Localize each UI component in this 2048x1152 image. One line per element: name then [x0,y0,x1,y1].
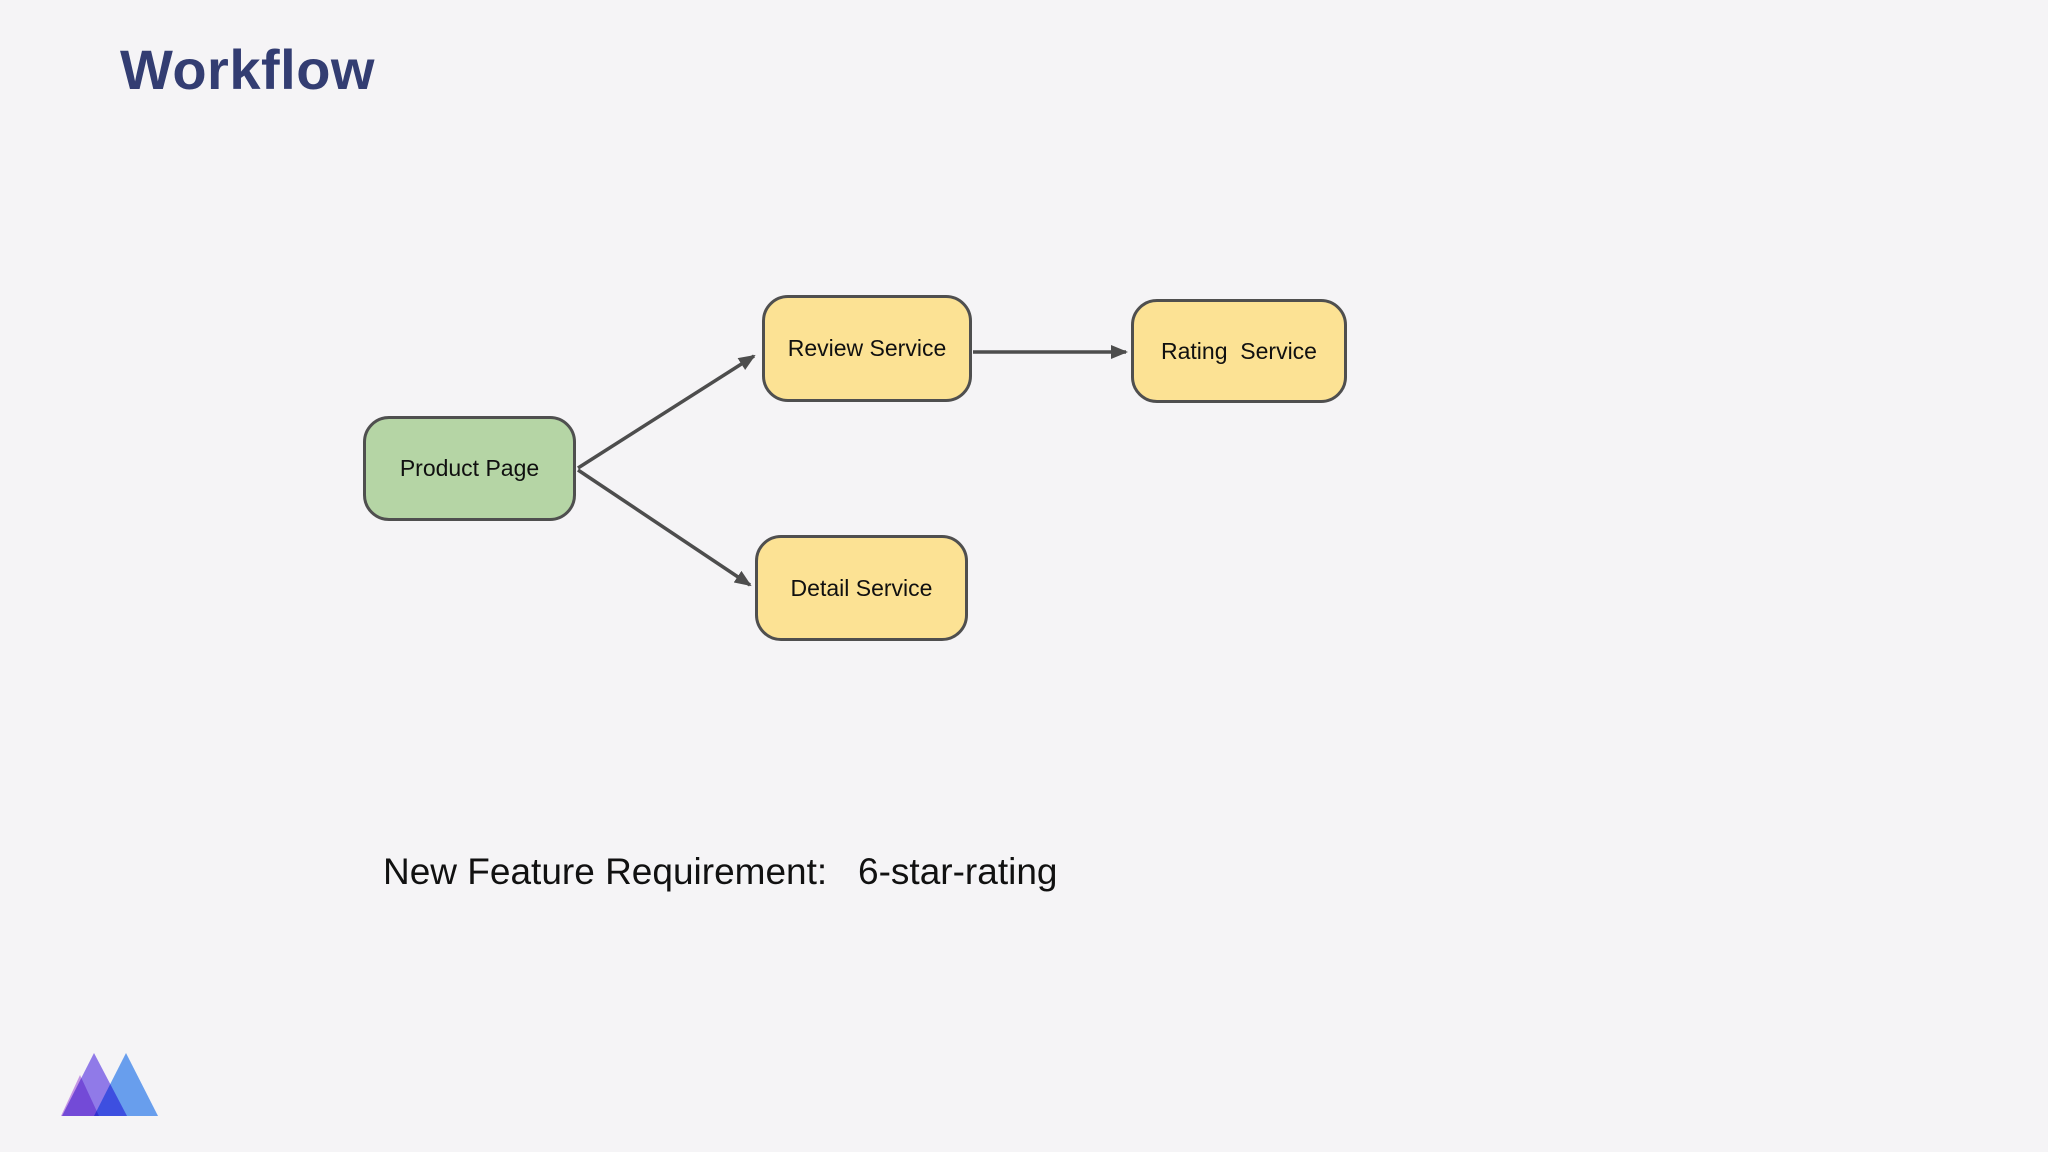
node-product-page-label: Product Page [399,455,540,481]
node-rating-service: Rating Service [1131,299,1347,403]
triangle-mountains-logo-icon [61,1053,158,1116]
page-title: Workflow [120,38,375,101]
node-review-service: Review Service [762,295,972,402]
node-review-service-label: Review Service [787,335,947,361]
node-rating-service-label: Rating Service [1161,337,1317,364]
edge-product-to-review [577,354,756,470]
edge-product-to-detail [577,468,752,587]
logo-left-mountain [61,1075,99,1116]
node-detail-service: Detail Service [755,535,968,641]
node-detail-service-label: Detail Service [790,574,933,601]
feature-requirement-note: New Feature Requirement: 6-star-rating [383,851,1058,892]
node-product-page: Product Page [363,416,576,521]
